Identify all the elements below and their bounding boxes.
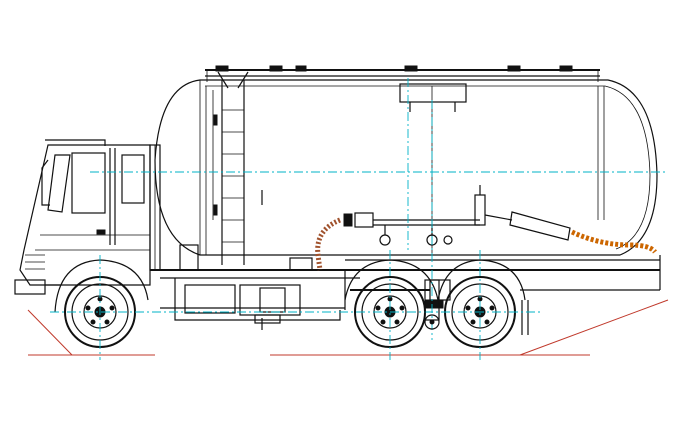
discharge-piping: [315, 185, 658, 271]
bottom-valve: [424, 279, 440, 330]
tank-body: [154, 65, 658, 256]
chassis-frame: [150, 244, 661, 335]
rear-wheel-2: [437, 259, 526, 348]
center-lines: [50, 78, 668, 360]
rear-wheel-1: [344, 259, 439, 348]
truck-cab: [14, 139, 161, 295]
front-wheel: [54, 259, 149, 348]
ground-lines: [27, 299, 669, 356]
ladder: [213, 71, 249, 265]
